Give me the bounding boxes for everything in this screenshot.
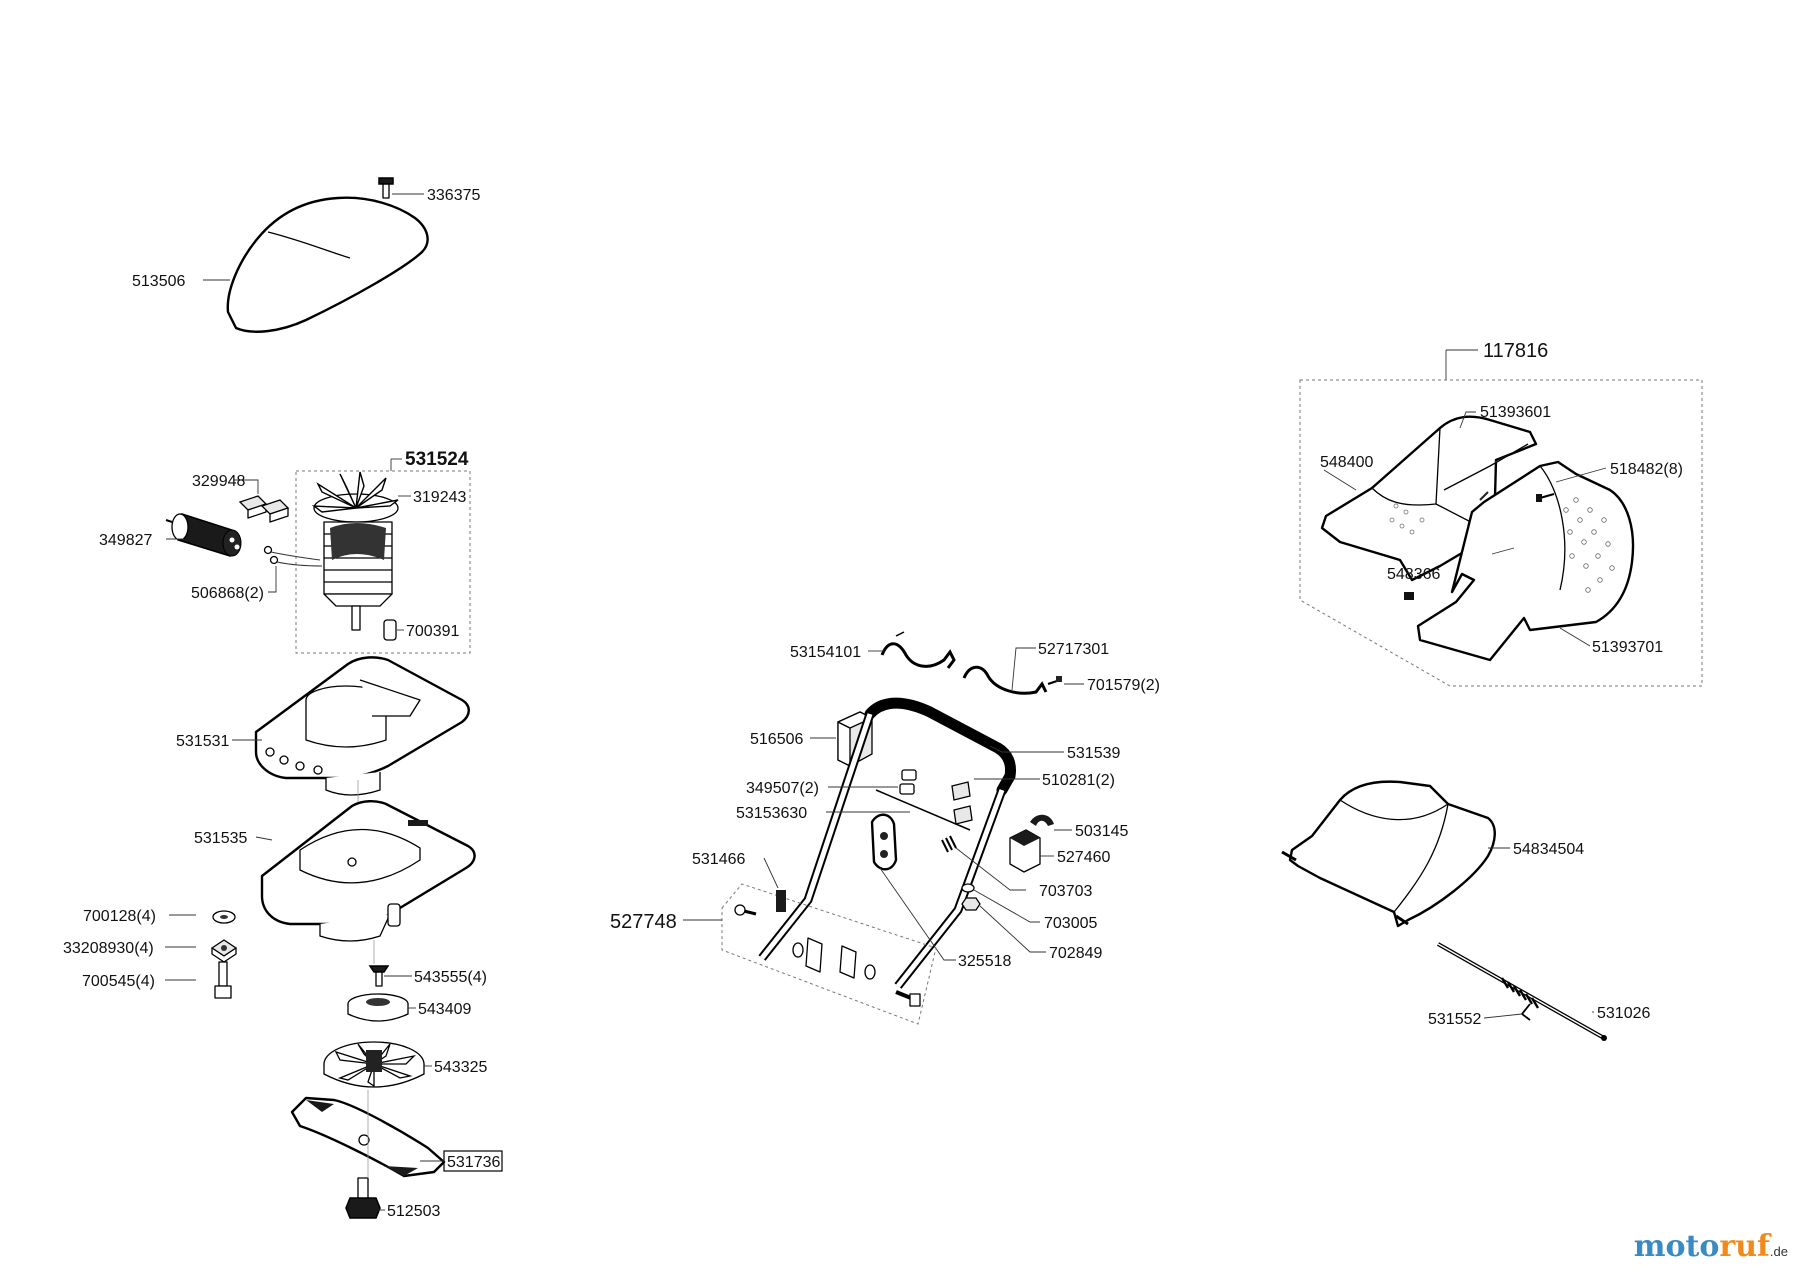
logo-tld: .de xyxy=(1769,1244,1788,1259)
label-703703: 703703 xyxy=(1039,883,1092,900)
label-701579: 701579(2) xyxy=(1087,677,1160,694)
lower-handle-fittings-part xyxy=(734,890,921,1007)
label-349827: 349827 xyxy=(99,532,152,549)
grass-catcher-group-frame xyxy=(1299,379,1703,687)
bracket-325518-part xyxy=(870,813,898,871)
clamp-503145-part xyxy=(1030,814,1054,826)
carbon-brush-part xyxy=(238,495,290,523)
switch-527460-part xyxy=(1009,829,1041,873)
motoruf-logo: motoruf.de xyxy=(1634,1229,1788,1264)
blade-bolt-512503-part xyxy=(345,1177,381,1219)
label-503145: 503145 xyxy=(1075,823,1128,840)
label-531026: 531026 xyxy=(1597,1005,1650,1022)
label-702849: 702849 xyxy=(1049,945,1102,962)
screw-701579-part xyxy=(1047,676,1062,685)
screw-543555-part xyxy=(368,965,390,987)
logo-part-ruf: ruf xyxy=(1719,1229,1770,1264)
label-117816: 117816 xyxy=(1483,340,1548,362)
capacitor-part xyxy=(165,513,242,557)
label-336375: 336375 xyxy=(427,187,480,204)
label-54834504: 54834504 xyxy=(1513,841,1584,858)
label-531539: 531539 xyxy=(1067,745,1120,762)
label-325518: 325518 xyxy=(958,953,1011,970)
label-319243: 319243 xyxy=(413,489,466,506)
knob-510281-part xyxy=(951,781,973,825)
label-531552: 531552 xyxy=(1428,1011,1481,1028)
label-531524: 531524 xyxy=(405,449,469,470)
label-700545: 700545(4) xyxy=(82,973,155,990)
logo-part-moto: moto xyxy=(1633,1229,1720,1264)
deflector-flap-54834504-part xyxy=(1281,780,1496,928)
motor-housing-lower-part xyxy=(260,800,476,942)
label-53153630: 53153630 xyxy=(736,805,807,822)
label-33208930: 33208930(4) xyxy=(63,940,154,957)
label-531466: 531466 xyxy=(692,851,745,868)
label-548400: 548400 xyxy=(1320,454,1373,471)
label-543325: 543325 xyxy=(434,1059,487,1076)
label-349507: 349507(2) xyxy=(746,780,819,797)
washer-part xyxy=(212,910,236,924)
cable-guide-52717301-part xyxy=(962,665,1048,695)
label-703005: 703005 xyxy=(1044,915,1097,932)
lower-handle-group-frame xyxy=(721,883,937,1025)
label-53154101: 53154101 xyxy=(790,644,861,661)
label-518482: 518482(8) xyxy=(1610,461,1683,478)
washer-703005-part xyxy=(961,883,975,893)
upper-handle-531539-part xyxy=(758,697,1016,989)
label-543409: 543409 xyxy=(418,1001,471,1018)
screw-349507-part xyxy=(899,769,917,795)
blade-hub-543409-part xyxy=(347,993,409,1022)
label-527460: 527460 xyxy=(1057,849,1110,866)
motor-housing-upper-part xyxy=(254,656,470,796)
label-527748: 527748 xyxy=(610,911,677,933)
cover-screw-part xyxy=(378,177,394,199)
motor-cover-part xyxy=(226,196,429,333)
screw-518482-part xyxy=(1536,493,1555,502)
label-329948: 329948 xyxy=(192,473,245,490)
label-516506: 516506 xyxy=(750,731,803,748)
label-531535: 531535 xyxy=(194,830,247,847)
label-51393701: 51393701 xyxy=(1592,639,1663,656)
label-548366: 548366 xyxy=(1387,566,1440,583)
spring-703703-part xyxy=(941,835,957,853)
label-700391: 700391 xyxy=(406,623,459,640)
label-506868: 506868(2) xyxy=(191,585,264,602)
square-nut-part xyxy=(210,939,238,963)
label-543555: 543555(4) xyxy=(414,969,487,986)
label-513506: 513506 xyxy=(132,273,185,290)
cable-guide-53154101-part xyxy=(880,631,956,669)
label-531736: 531736 xyxy=(447,1154,500,1171)
label-700128: 700128(4) xyxy=(83,908,156,925)
label-512503: 512503 xyxy=(387,1203,440,1220)
fan-impeller-543325-part xyxy=(323,1041,425,1088)
cable-connector-part xyxy=(263,545,323,567)
motor-group-frame xyxy=(295,470,471,654)
label-531531: 531531 xyxy=(176,733,229,750)
bolt-part xyxy=(214,961,232,999)
nut-702849-part xyxy=(961,897,981,911)
shaft-key-part xyxy=(383,619,397,641)
motor-armature-part xyxy=(311,471,399,631)
label-52717301: 52717301 xyxy=(1038,641,1109,658)
label-51393601: 51393601 xyxy=(1480,404,1551,421)
label-510281: 510281(2) xyxy=(1042,772,1115,789)
